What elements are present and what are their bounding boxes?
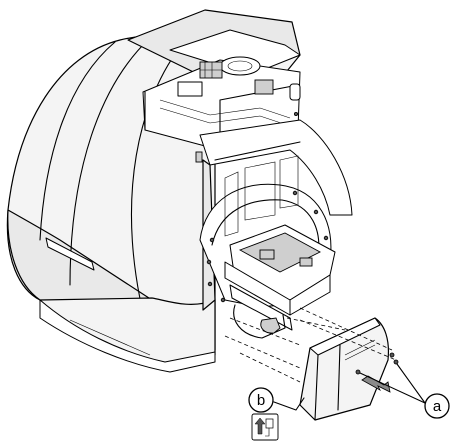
top-service-compartment [127,9,301,151]
alignment-dashed-lines [224,307,397,383]
callout-a: a [359,363,450,419]
callout-b: b [248,387,305,441]
screwdriver-with-up-arrow-icon [251,413,279,441]
callout-a-label: a [433,398,442,415]
ring-bolts [206,190,329,303]
callout-b-label: b [257,392,265,409]
patient-table [224,224,336,339]
lower-front-cover-panel [299,317,399,421]
internal-components [159,56,301,127]
